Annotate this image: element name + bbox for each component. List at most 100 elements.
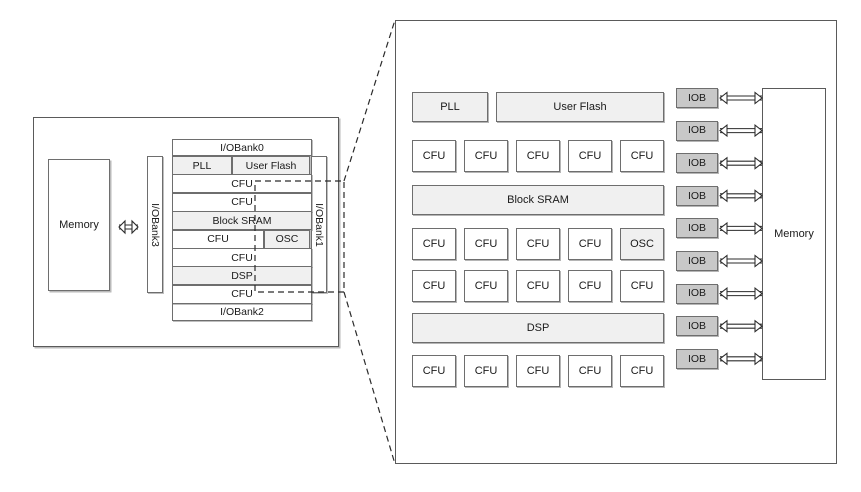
right-block-label: User Flash [553, 100, 607, 113]
iob-block-2: IOB [676, 120, 718, 141]
right-block-label: CFU [630, 279, 654, 292]
left-bank1: I/OBank1 [311, 156, 327, 293]
right-block-label: CFU [422, 364, 446, 377]
iob-block-4: IOB [676, 185, 718, 206]
left-cell-label: Block SRAM [212, 214, 272, 227]
right-block-cfu-5-2: CFU [464, 270, 508, 302]
left-bank0-label: I/OBank0 [220, 141, 264, 154]
right-block-cfu-5-5: CFU [620, 270, 664, 302]
left-bank1-label: I/OBank1 [313, 202, 325, 247]
iob-block-1: IOB [676, 88, 718, 108]
right-memory-label: Memory [774, 227, 814, 240]
iob-block-8: IOB [676, 316, 718, 337]
right-block-dsp: DSP [412, 313, 664, 343]
right-block-user-flash: User Flash [496, 92, 664, 122]
left-bank0: I/OBank0 [172, 139, 312, 156]
right-block-label: CFU [630, 364, 654, 377]
right-block-block-sram: Block SRAM [412, 185, 664, 215]
right-block-label: CFU [578, 364, 602, 377]
right-block-label: CFU [474, 237, 498, 250]
right-block-label: CFU [474, 364, 498, 377]
right-block-cfu-7-1: CFU [412, 355, 456, 387]
right-memory-block: Memory [762, 88, 826, 380]
right-block-cfu-4-3: CFU [516, 228, 560, 260]
right-block-cfu-4-1: CFU [412, 228, 456, 260]
right-block-label: CFU [578, 149, 602, 162]
right-block-label: CFU [630, 149, 654, 162]
left-bank2: I/OBank2 [172, 303, 312, 321]
iob-label: IOB [687, 156, 707, 169]
left-cell-label: CFU [231, 177, 253, 190]
left-cell-cfu: CFU [172, 229, 264, 249]
left-cell-cfu: CFU [172, 284, 312, 304]
left-cell-pll: PLL [172, 156, 232, 175]
right-block-cfu-2-1: CFU [412, 140, 456, 172]
zoom-leader-lines [343, 19, 396, 465]
iob-block-7: IOB [676, 283, 718, 304]
iob-label: IOB [687, 254, 707, 267]
right-block-label: CFU [578, 279, 602, 292]
left-cell-label: CFU [231, 288, 253, 301]
right-block-osc-4-5: OSC [620, 228, 664, 260]
right-block-label: CFU [474, 279, 498, 292]
right-outer-frame [395, 20, 837, 464]
left-cell-label: CFU [231, 251, 253, 264]
right-block-label: CFU [578, 237, 602, 250]
right-block-cfu-2-2: CFU [464, 140, 508, 172]
left-cell-label: CFU [207, 233, 229, 246]
iob-label: IOB [687, 189, 707, 202]
right-block-label: CFU [526, 364, 550, 377]
right-block-label: Block SRAM [507, 193, 569, 206]
iob-block-5: IOB [676, 218, 718, 239]
right-block-cfu-4-4: CFU [568, 228, 612, 260]
right-block-label: CFU [474, 149, 498, 162]
right-block-cfu-5-4: CFU [568, 270, 612, 302]
right-block-label: CFU [526, 237, 550, 250]
right-block-cfu-7-2: CFU [464, 355, 508, 387]
left-cell-cfu: CFU [172, 192, 312, 212]
right-block-label: DSP [526, 321, 550, 334]
left-bank3: I/OBank3 [147, 156, 163, 293]
iob-label: IOB [687, 319, 707, 332]
right-block-label: CFU [422, 149, 446, 162]
right-block-label: CFU [526, 279, 550, 292]
left-bank2-label: I/OBank2 [220, 306, 264, 318]
iob-block-9: IOB [676, 348, 718, 369]
left-cell-user-flash: User Flash [232, 156, 310, 175]
right-block-label: PLL [440, 100, 460, 113]
left-cell-cfu: CFU [172, 248, 312, 267]
left-cell-block-sram: Block SRAM [172, 211, 312, 231]
right-block-label: CFU [526, 149, 550, 162]
iob-label: IOB [687, 124, 707, 137]
iob-block-3: IOB [676, 153, 718, 174]
right-block-cfu-7-3: CFU [516, 355, 560, 387]
left-cell-label: PLL [192, 159, 212, 172]
right-block-cfu-7-5: CFU [620, 355, 664, 387]
right-block-cfu-2-5: CFU [620, 140, 664, 172]
right-block-cfu-5-3: CFU [516, 270, 560, 302]
right-block-cfu-2-4: CFU [568, 140, 612, 172]
left-cell-label: DSP [231, 269, 253, 282]
right-block-label: OSC [630, 237, 654, 250]
right-block-cfu-4-2: CFU [464, 228, 508, 260]
right-block-label: CFU [422, 237, 446, 250]
iob-label: IOB [687, 352, 707, 365]
left-cell-cfu: CFU [172, 174, 312, 194]
left-cell-label: User Flash [245, 159, 297, 172]
right-block-cfu-2-3: CFU [516, 140, 560, 172]
left-cell-osc: OSC [264, 229, 310, 249]
right-block-pll: PLL [412, 92, 488, 122]
right-block-label: CFU [422, 279, 446, 292]
iob-label: IOB [687, 91, 707, 104]
left-cell-label: OSC [275, 233, 299, 246]
iob-label: IOB [687, 287, 707, 300]
right-block-cfu-5-1: CFU [412, 270, 456, 302]
left-cell-label: CFU [231, 196, 253, 209]
left-memory-label: Memory [59, 218, 99, 231]
left-bank3-label: I/OBank3 [149, 202, 161, 247]
right-block-cfu-7-4: CFU [568, 355, 612, 387]
left-cell-dsp: DSP [172, 266, 312, 286]
left-memory-block: Memory [48, 159, 110, 291]
iob-label: IOB [687, 222, 707, 235]
iob-block-6: IOB [676, 251, 718, 271]
